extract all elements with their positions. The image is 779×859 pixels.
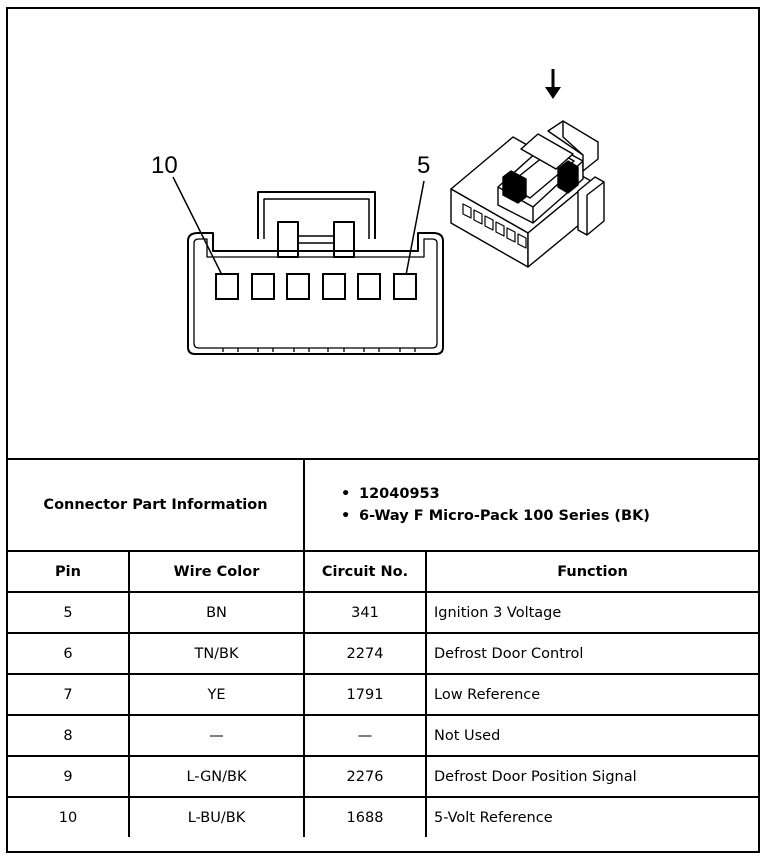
cavity-5 [393, 273, 417, 300]
cell-pin: 10 [8, 796, 130, 837]
cell-pin: 8 [8, 714, 130, 757]
down-arrow-icon [545, 69, 561, 99]
cell-circuit: 341 [303, 591, 427, 634]
table-row: 8 — — Not Used [8, 714, 758, 757]
part-number: 12040953 [359, 486, 440, 502]
cavity-6 [357, 273, 381, 300]
cell-function: Ignition 3 Voltage [425, 591, 758, 634]
pin-table: Pin Wire Color Circuit No. Function 5 BN… [8, 552, 758, 837]
table-header-row: Pin Wire Color Circuit No. Function [8, 552, 758, 593]
leader-line-5 [405, 180, 425, 276]
cavity-7 [322, 273, 346, 300]
table-row: 5 BN 341 Ignition 3 Voltage [8, 591, 758, 634]
connector-description: 6-Way F Micro-Pack 100 Series (BK) [359, 508, 650, 524]
cell-pin: 6 [8, 632, 130, 675]
cell-function: Defrost Door Control [425, 632, 758, 675]
cell-wire-color: L-BU/BK [128, 796, 305, 837]
bullet-icon: • [341, 508, 351, 524]
table-row: 10 L-BU/BK 1688 5-Volt Reference [8, 796, 758, 837]
table-row: 7 YE 1791 Low Reference [8, 673, 758, 716]
bullet-icon: • [341, 486, 351, 502]
cell-function: Defrost Door Position Signal [425, 755, 758, 798]
connector-isometric [450, 120, 605, 268]
column-header-wire-color: Wire Color [128, 552, 305, 593]
cell-wire-color: L-GN/BK [128, 755, 305, 798]
cell-wire-color: YE [128, 673, 305, 716]
connector-info-list: • 12040953 • 6-Way F Micro-Pack 100 Seri… [305, 460, 758, 550]
cell-wire-color: TN/BK [128, 632, 305, 675]
cavity-10 [215, 273, 239, 300]
column-header-circuit: Circuit No. [303, 552, 427, 593]
list-item: • 12040953 [341, 483, 758, 505]
cell-circuit: — [303, 714, 427, 757]
connector-sheet: 10 5 [6, 7, 760, 853]
cell-circuit: 2274 [303, 632, 427, 675]
cell-pin: 9 [8, 755, 130, 798]
cavity-9 [251, 273, 275, 300]
cavity-8 [286, 273, 310, 300]
cell-pin: 5 [8, 591, 130, 634]
connector-part-info: Connector Part Information • 12040953 • … [8, 460, 758, 552]
table-row: 6 TN/BK 2274 Defrost Door Control [8, 632, 758, 675]
connector-latch [257, 191, 376, 239]
cell-wire-color: — [128, 714, 305, 757]
pin-label-10: 10 [151, 152, 178, 179]
cell-function: 5-Volt Reference [425, 796, 758, 837]
connector-diagram: 10 5 [8, 9, 758, 460]
connector-info-header: Connector Part Information [8, 460, 305, 550]
cell-wire-color: BN [128, 591, 305, 634]
cell-function: Low Reference [425, 673, 758, 716]
cell-pin: 7 [8, 673, 130, 716]
column-header-pin: Pin [8, 552, 130, 593]
cell-circuit: 1791 [303, 673, 427, 716]
cell-circuit: 2276 [303, 755, 427, 798]
list-item: • 6-Way F Micro-Pack 100 Series (BK) [341, 505, 758, 527]
column-header-function: Function [425, 552, 758, 593]
leader-line-10 [172, 176, 223, 276]
connector-body [187, 232, 444, 355]
pin-label-5: 5 [417, 152, 430, 179]
cell-function: Not Used [425, 714, 758, 757]
connector-drawing: 10 5 [151, 69, 605, 355]
cell-circuit: 1688 [303, 796, 427, 837]
table-row: 9 L-GN/BK 2276 Defrost Door Position Sig… [8, 755, 758, 798]
